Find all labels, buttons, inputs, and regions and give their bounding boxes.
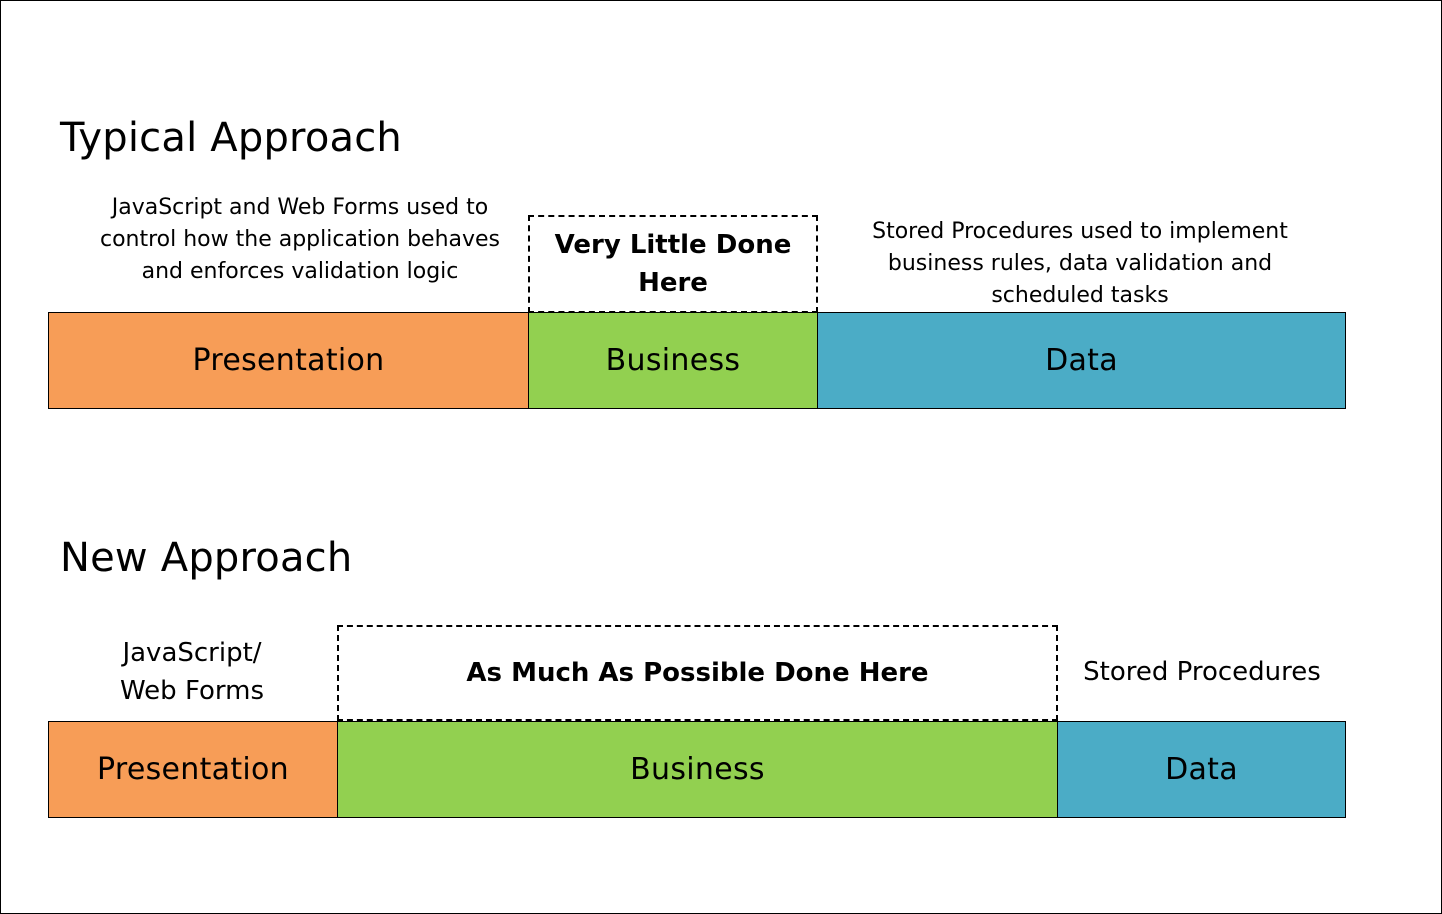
new-business-note: As Much As Possible Done Here [466, 658, 929, 688]
new-data-layer: Data [1057, 721, 1346, 818]
typical-data-label: Data [1045, 343, 1118, 378]
new-presentation-label: Presentation [96, 752, 289, 787]
typical-presentation-label: Presentation [192, 343, 385, 378]
typical-business-layer: Business [528, 312, 818, 409]
typical-business-note: Very Little Done Here [554, 230, 792, 298]
typical-presentation-note: JavaScript and Web Forms used to control… [99, 195, 501, 284]
typical-presentation-layer: Presentation [48, 312, 529, 409]
new-business-layer: Business [337, 721, 1058, 818]
typical-business-callout: Very Little Done Here [528, 215, 818, 313]
new-business-label: Business [630, 752, 765, 787]
typical-approach-title: Typical Approach [60, 115, 402, 161]
typical-data-layer: Data [817, 312, 1346, 409]
new-business-callout: As Much As Possible Done Here [337, 625, 1058, 721]
typical-business-label: Business [605, 343, 741, 378]
new-data-note: Stored Procedures [1083, 657, 1321, 687]
new-presentation-note: JavaScript/ Web Forms [120, 638, 264, 706]
new-data-label: Data [1165, 752, 1238, 787]
new-approach-title: New Approach [60, 535, 353, 581]
new-presentation-layer: Presentation [48, 721, 338, 818]
typical-data-note: Stored Procedures used to implement busi… [872, 219, 1288, 308]
